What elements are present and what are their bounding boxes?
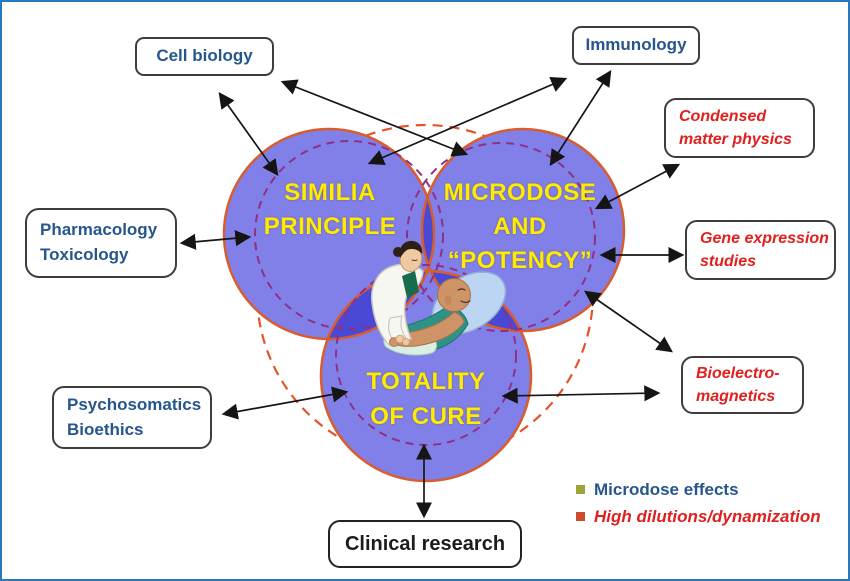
legend-item-microdose-effects: Microdose effects (576, 480, 739, 500)
doctor-hair-bun (393, 247, 403, 257)
similia-inner-dashed-circle (254, 140, 444, 330)
microdose-inner-dashed-circle (406, 142, 596, 332)
label-box-immunology: Immunology (572, 26, 700, 65)
doctor-top (402, 271, 419, 298)
arrow-bioelectro-totality (501, 385, 661, 404)
arrow-condensed-microdose (594, 163, 681, 210)
arrow-psychosomatics-totality (221, 386, 349, 420)
arrow-immunology-similia (367, 77, 568, 165)
arrows (179, 69, 685, 519)
box-label-line: matter physics (679, 131, 792, 148)
label-box-clinical-research: Clinical research (328, 520, 522, 568)
label-box-gene-expression-studies: Gene expression studies (685, 220, 836, 280)
box-label: Cell biology (156, 46, 253, 66)
box-label-line: Gene expression (700, 229, 829, 247)
label-box-psychosomatics-bioethics: Psychosomatics Bioethics (52, 386, 212, 449)
box-label-line: Bioethics (67, 419, 144, 439)
box-label: Immunology (585, 35, 687, 55)
doctor-patient-illustration (371, 240, 507, 356)
label-box-bioelectromagnetics: Bioelectro- magnetics (681, 356, 804, 414)
patient-ear (444, 295, 452, 305)
patient-face (457, 288, 471, 304)
box-label-line: Toxicology (40, 245, 129, 264)
box-label-line: Psychosomatics (67, 394, 202, 414)
box-label-line: magnetics (696, 388, 776, 405)
patient-head (437, 278, 471, 312)
legend-label: High dilutions/dynamization (594, 507, 821, 526)
box-label-line: Condensed (679, 107, 767, 125)
legend-swatch-orange (576, 512, 585, 521)
legend-item-high-dilutions: High dilutions/dynamization (576, 507, 821, 527)
overlap-similia-totality (321, 271, 434, 339)
box-label: Clinical research (344, 532, 506, 555)
label-box-condensed-matter-physics: Condensed matter physics (664, 98, 815, 158)
legend-label: Microdose effects (594, 480, 739, 499)
box-label-line: studies (700, 253, 757, 270)
doctor-hand-2 (402, 338, 410, 346)
arrow-cellbiology-similia (218, 92, 279, 176)
label-box-pharmacology-toxicology: Pharmacology Toxicology (25, 208, 177, 278)
box-label-line: Pharmacology (40, 220, 158, 240)
arrow-immunology-microdose (549, 69, 612, 167)
box-label-line: Bioelectro- (696, 364, 780, 382)
legend-swatch-olive (576, 485, 585, 494)
label-box-cell-biology: Cell biology (135, 37, 274, 76)
doctor-face (411, 259, 418, 261)
doctor-hair (400, 240, 423, 258)
arrow-pharmacology-similia (179, 230, 252, 250)
arrow-bioelectro-microdose (584, 290, 673, 353)
inner-dashed-circles (254, 140, 596, 446)
